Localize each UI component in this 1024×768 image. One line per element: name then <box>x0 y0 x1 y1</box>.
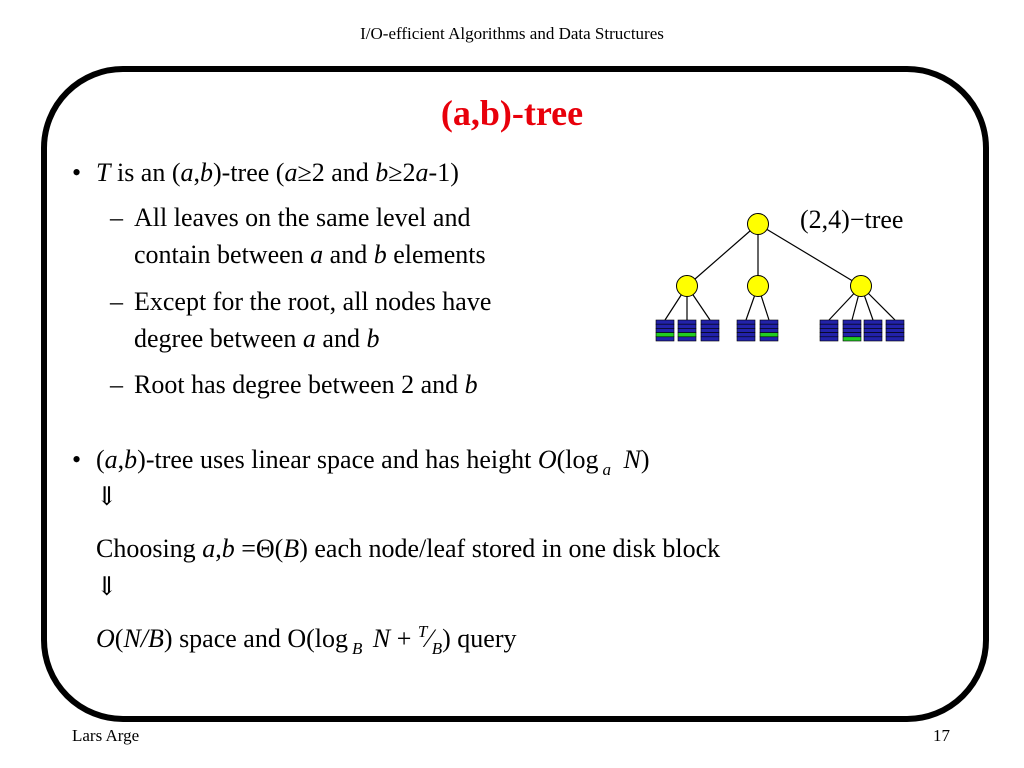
leaf-element-slot <box>759 319 779 325</box>
tree-edges <box>664 223 896 321</box>
leaf-element-slot <box>863 319 883 325</box>
leaf-element-slot <box>736 336 756 342</box>
tree-internal-node <box>747 275 769 297</box>
leaf-element-slot <box>677 323 697 329</box>
leaf-element-slot <box>736 319 756 325</box>
leaf-element-slot <box>700 319 720 325</box>
leaf-element-slot <box>677 336 697 342</box>
sub-bullet-1-line-1: All leaves on the same level and <box>134 203 471 232</box>
leaf-element-slot <box>863 328 883 333</box>
tree-internal-node <box>850 275 872 297</box>
leaf-element-slot <box>759 328 779 333</box>
sub-bullet-1-line-2: contain between a and b elements <box>134 240 486 269</box>
leaf-element-slot <box>885 319 905 325</box>
bullet-marker: • <box>72 445 82 474</box>
leaf-element-slot <box>819 323 839 329</box>
sub-bullet-dash: – <box>110 287 123 316</box>
leaf-element-slot <box>842 332 862 338</box>
bullet-2-text: (a,b)-tree uses linear space and has hei… <box>96 445 650 479</box>
tree-leaf-block <box>759 319 779 342</box>
choosing-line: Choosing a,b =Θ(B) each node/leaf stored… <box>96 534 721 563</box>
leaf-element-slot <box>700 336 720 342</box>
leaf-element-slot <box>700 328 720 333</box>
tree-leaves <box>655 319 905 342</box>
leaf-element-slot <box>677 332 697 338</box>
leaf-element-slot <box>655 336 675 342</box>
tree-edge <box>686 223 759 287</box>
tree-leaf-block <box>655 319 675 342</box>
sub-bullet-3-text: Root has degree between 2 and b <box>134 370 478 399</box>
implies-arrow-1: ⇓ <box>96 482 118 511</box>
leaf-element-slot <box>842 328 862 333</box>
leaf-element-slot <box>885 323 905 329</box>
leaf-element-slot <box>842 323 862 329</box>
leaf-element-slot <box>885 332 905 338</box>
leaf-element-slot <box>677 328 697 333</box>
tree-leaf-block <box>842 319 862 342</box>
leaf-element-slot <box>759 336 779 342</box>
tree-nodes <box>676 213 872 297</box>
sub-bullet-2-line-2: degree between a and b <box>134 324 380 353</box>
leaf-element-slot <box>842 319 862 325</box>
sub-bullet-2-line-1: Except for the root, all nodes have <box>134 287 492 316</box>
sub-bullet-dash: – <box>110 203 123 232</box>
bullet-1-text: T is an (a,b)-tree (a≥2 and b≥2a-1) <box>96 158 459 187</box>
leaf-element-slot <box>842 336 862 342</box>
tree-leaf-block <box>863 319 883 342</box>
leaf-element-slot <box>759 332 779 338</box>
tree-edge <box>757 223 862 287</box>
slide-frame <box>41 66 989 722</box>
leaf-element-slot <box>885 336 905 342</box>
tree-leaf-block <box>677 319 697 342</box>
tree-root-node <box>747 213 769 235</box>
tree-leaf-block <box>819 319 839 342</box>
leaf-element-slot <box>677 319 697 325</box>
leaf-element-slot <box>655 323 675 329</box>
tree-diagram <box>655 213 905 342</box>
footer-author: Lars Arge <box>72 726 140 745</box>
leaf-element-slot <box>863 332 883 338</box>
leaf-element-slot <box>736 328 756 333</box>
leaf-element-slot <box>819 319 839 325</box>
leaf-element-slot <box>819 332 839 338</box>
leaf-element-slot <box>819 328 839 333</box>
leaf-element-slot <box>736 323 756 329</box>
leaf-element-slot <box>863 323 883 329</box>
leaf-element-slot <box>863 336 883 342</box>
footer-page-number: 17 <box>933 726 950 745</box>
leaf-element-slot <box>759 323 779 329</box>
sub-bullet-dash: – <box>110 370 123 399</box>
tree-leaf-block <box>885 319 905 342</box>
slide-title: (a,b)-tree <box>440 93 584 133</box>
leaf-element-slot <box>700 332 720 338</box>
leaf-element-slot <box>655 319 675 325</box>
tree-label: (2,4)−tree <box>800 205 904 234</box>
leaf-element-slot <box>736 332 756 338</box>
leaf-element-slot <box>655 332 675 338</box>
tree-leaf-block <box>700 319 720 342</box>
leaf-element-slot <box>885 328 905 333</box>
leaf-element-slot <box>819 336 839 342</box>
bullet-marker: • <box>72 158 82 187</box>
slide-header: I/O-efficient Algorithms and Data Struct… <box>360 24 664 43</box>
tree-leaf-block <box>736 319 756 342</box>
leaf-element-slot <box>655 328 675 333</box>
tree-internal-node <box>676 275 698 297</box>
implies-arrow-2: ⇓ <box>96 572 118 601</box>
leaf-element-slot <box>700 323 720 329</box>
